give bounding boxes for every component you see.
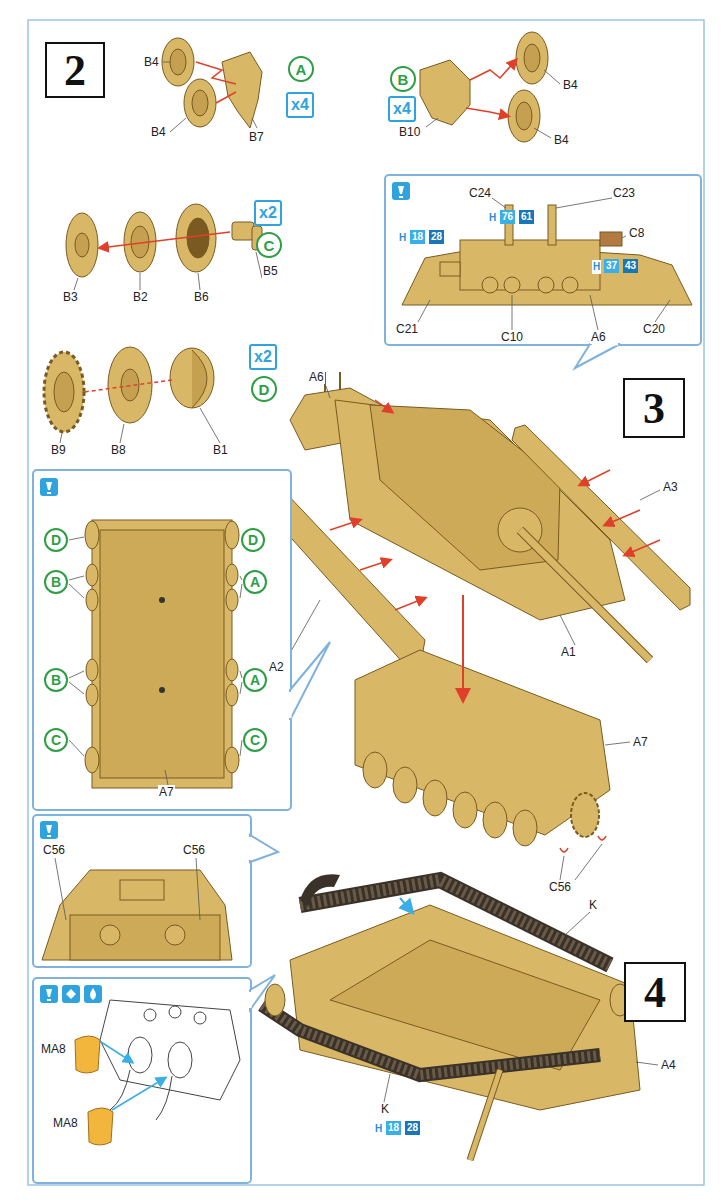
node-text: D	[51, 532, 61, 548]
step-number: 3	[643, 383, 665, 434]
paint-code: H	[592, 260, 601, 274]
part-number: C8	[628, 226, 645, 240]
paint-code: 18	[386, 1121, 401, 1135]
part-number: C24	[468, 186, 492, 200]
part-number: K	[588, 898, 598, 912]
node-text: C	[250, 732, 260, 748]
node-text: A	[296, 61, 307, 78]
step-number-box: 2	[45, 42, 105, 98]
node-text: A	[250, 672, 260, 688]
step-number-box: 4	[624, 962, 686, 1022]
subassembly-letter: B	[44, 668, 68, 692]
step-number: 4	[644, 967, 666, 1018]
quantity-box: x2	[249, 344, 277, 370]
paint-code: 43	[623, 259, 638, 273]
part-number: C56	[182, 843, 206, 857]
node-text: x4	[393, 100, 411, 118]
subassembly-letter: D	[241, 528, 265, 552]
node-text: x2	[259, 204, 277, 222]
paint-code: H	[488, 211, 497, 225]
paint-code: 28	[429, 230, 444, 244]
subassembly-letter: A	[243, 668, 267, 692]
node-text: x4	[291, 96, 309, 114]
part-number: MA8	[40, 1042, 67, 1056]
part-number: B4	[150, 125, 167, 139]
part-number: A6	[590, 330, 607, 344]
paint-code: 37	[604, 259, 619, 273]
node-text: B	[398, 71, 409, 88]
part-number: B9	[50, 443, 67, 457]
quantity-box: x2	[254, 200, 282, 226]
part-number: B3	[62, 290, 79, 304]
part-number: B10	[398, 125, 421, 139]
paint-code: H	[398, 231, 407, 245]
node-text: x2	[254, 348, 272, 366]
node-text: D	[248, 532, 258, 548]
part-number: MA8	[52, 1116, 79, 1130]
node-text: B	[51, 574, 61, 590]
part-number: A1	[560, 645, 577, 659]
node-text: B	[51, 672, 61, 688]
part-number: B2	[132, 290, 149, 304]
node-text: A	[250, 574, 260, 590]
part-number: B8	[110, 443, 127, 457]
part-number: C10	[500, 330, 524, 344]
quantity-box: x4	[388, 96, 416, 122]
part-number: A7	[158, 785, 175, 799]
part-number: A4	[660, 1058, 677, 1072]
step-number-box: 3	[623, 378, 685, 438]
part-number: B5	[262, 264, 279, 278]
part-number: B7	[248, 130, 265, 144]
paint-code: 28	[405, 1121, 420, 1135]
part-number: B4	[553, 133, 570, 147]
subassembly-letter: A	[243, 570, 267, 594]
paint-code: 76	[500, 210, 515, 224]
step-number: 2	[64, 45, 86, 96]
part-number: A6	[308, 370, 325, 384]
part-number: B4	[143, 55, 160, 69]
part-number: C21	[395, 322, 419, 336]
part-number: B1	[212, 443, 229, 457]
part-number: C56	[548, 880, 572, 894]
subassembly-letter: D	[251, 376, 277, 402]
part-number: C56	[42, 843, 66, 857]
part-number: A7	[632, 735, 649, 749]
part-number: B6	[193, 290, 210, 304]
subassembly-letter: B	[390, 66, 416, 92]
part-number: K	[380, 1102, 390, 1116]
subassembly-letter: C	[44, 728, 68, 752]
paint-code: H	[374, 1122, 383, 1136]
paint-code: 61	[519, 210, 534, 224]
subassembly-letter: C	[243, 728, 267, 752]
part-number: A3	[662, 480, 679, 494]
node-text: C	[264, 237, 275, 254]
node-text: D	[259, 381, 270, 398]
quantity-box: x4	[286, 92, 314, 118]
node-text: C	[51, 732, 61, 748]
part-number: A2	[268, 660, 285, 674]
part-number: C23	[612, 186, 636, 200]
subassembly-letter: D	[44, 528, 68, 552]
paint-code: 18	[410, 230, 425, 244]
part-number: C20	[642, 322, 666, 336]
part-number: B4	[562, 78, 579, 92]
subassembly-letter: B	[44, 570, 68, 594]
subassembly-letter: C	[256, 232, 282, 258]
subassembly-letter: A	[288, 56, 314, 82]
